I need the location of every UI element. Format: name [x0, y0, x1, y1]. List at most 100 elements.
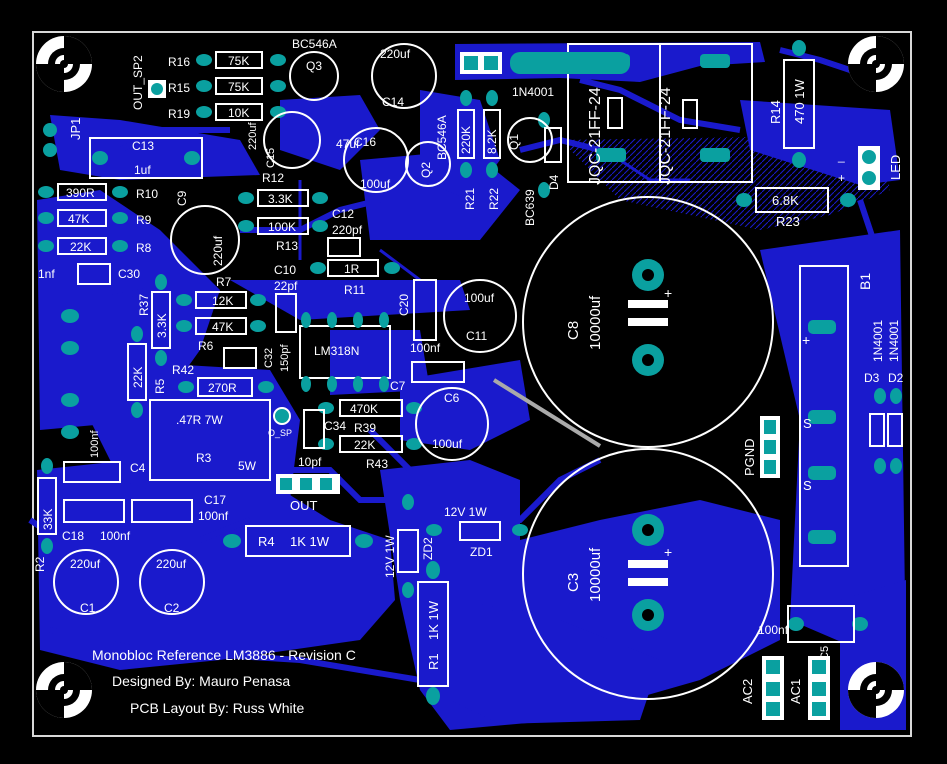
b1-ac2: S [803, 478, 812, 493]
r7-value: 12K [212, 294, 233, 308]
c6-value: 100uf [432, 437, 463, 451]
r12-ref: R12 [262, 171, 284, 185]
c12-value: 220pf [332, 223, 363, 237]
c10-value: 22pf [274, 279, 298, 293]
d3-value: 1N4001 [871, 320, 885, 362]
connector-led: _ + LED [837, 146, 903, 190]
r37-ref: R37 [137, 294, 151, 316]
c16-value: 47uf [336, 137, 360, 151]
led-minus: _ [837, 149, 845, 163]
r13-value: 100K [268, 220, 296, 234]
d3-ref: D3 [864, 371, 880, 385]
q1-ref: Q1 [507, 134, 521, 150]
mounting-hole-bl [36, 662, 92, 718]
r37-value: 3.3K [155, 313, 169, 338]
connector-o-sp: O_SP [268, 407, 292, 438]
board-outline [32, 31, 912, 737]
c34-ref: C34 [324, 419, 346, 433]
connector-out: OUT [276, 474, 340, 513]
c17-ref: C17 [204, 493, 226, 507]
r15-value: 75K [228, 80, 249, 94]
c2-value: 220uf [156, 557, 187, 571]
zd1-ref: ZD1 [470, 545, 493, 559]
r2-ref: R2 [33, 556, 47, 572]
c18-value: 100nf [100, 529, 131, 543]
credits-block: Monobloc Reference LM3886 - Revision C D… [92, 647, 356, 716]
r9-value: 47K [68, 212, 89, 226]
r5-ref: R5 [153, 378, 167, 394]
mounting-hole-tl [36, 36, 92, 92]
r21-ref: R21 [463, 188, 477, 210]
electrolytic-outlines [53, 43, 553, 615]
c30-value: 1nf [38, 267, 55, 281]
connector-ac1: AC1 [788, 656, 830, 720]
d2-ref: D2 [888, 371, 904, 385]
r21-value: 220K [459, 126, 473, 154]
credits-line2: Designed By: Mauro Penasa [112, 673, 290, 689]
c20-ref: C20 [397, 294, 411, 316]
c4-ref: C4 [130, 461, 146, 475]
b1-ac1: S [803, 416, 812, 431]
c34-value: 10pf [298, 455, 322, 469]
connector-pgnd: PGND [742, 416, 780, 478]
zd2-ref: ZD2 [421, 537, 435, 560]
r23-ref: R23 [776, 214, 800, 229]
c4-value: 100nf [89, 430, 101, 458]
r1-value: 1K 1W [426, 600, 441, 640]
relay-right-part: JQC-21FF-24 [657, 87, 674, 185]
diode-shapes [397, 127, 903, 573]
r42-ref: R42 [172, 363, 194, 377]
r11-ref: R11 [344, 283, 365, 297]
c8-ref: C8 [565, 321, 582, 340]
c8-value: 10000uf [587, 295, 604, 350]
c9-value: 220uf [211, 235, 225, 266]
r3-value: .47R 7W [176, 413, 223, 427]
o-sp-label: O_SP [268, 428, 292, 438]
c5-ref: C5 [819, 646, 831, 660]
c16b-value: 100uf [360, 177, 391, 191]
r14-ref: R14 [768, 100, 783, 124]
ac2-label: AC2 [740, 679, 755, 704]
r12-value: 3.3K [268, 192, 293, 206]
r4-value: 1K 1W [290, 534, 330, 549]
c5-value: 100nf [758, 623, 789, 637]
r6-value: 47K [212, 320, 233, 334]
c7-value: 100nf [410, 341, 441, 355]
c10-ref: C10 [274, 263, 296, 277]
capacitor-c8: + C8 10000uf [522, 196, 774, 448]
r22-value: 8.2K [485, 129, 499, 154]
r19-ref: R19 [168, 107, 190, 121]
c12-ref: C12 [332, 207, 354, 221]
jumper-wire [492, 378, 602, 448]
pgnd-label: PGND [742, 438, 757, 476]
d4-ref: D4 [547, 174, 561, 190]
r7-ref: R7 [216, 275, 232, 289]
c9-ref: C9 [175, 190, 189, 206]
ic-lm318: LM318N [299, 312, 391, 392]
q2-value: BC546A [435, 115, 449, 160]
c14-value: 220uf [380, 47, 411, 61]
out-label: OUT [290, 498, 318, 513]
c32-ref: C32 [263, 348, 275, 368]
zd1-value: 12V 1W [444, 505, 487, 519]
r8-ref: R8 [136, 241, 152, 255]
bridge-b1: + S S B1 [799, 265, 873, 567]
r3-ref: R3 [196, 451, 212, 465]
c13-ref: C13 [132, 139, 154, 153]
r6-ref: R6 [198, 339, 214, 353]
c3-value: 10000uf [587, 547, 604, 602]
labels: R16 75K R15 75K R19 10K R10 390R R9 47K … [33, 37, 904, 670]
relay-right: JQC-21FF-24 [657, 43, 753, 185]
c18-ref: C18 [62, 529, 84, 543]
capacitor-c3: + C3 10000uf [522, 448, 774, 700]
c13-value: 1uf [134, 163, 151, 177]
q3-value: BC546A [292, 37, 337, 51]
r23-value: 6.8K [772, 193, 799, 208]
c8-plus: + [664, 285, 672, 301]
r2-value: 33K [41, 509, 55, 530]
r22-ref: R22 [487, 188, 501, 210]
r15-ref: R15 [168, 81, 190, 95]
ac1-label: AC1 [788, 679, 803, 704]
r10-value: 390R [66, 186, 95, 200]
